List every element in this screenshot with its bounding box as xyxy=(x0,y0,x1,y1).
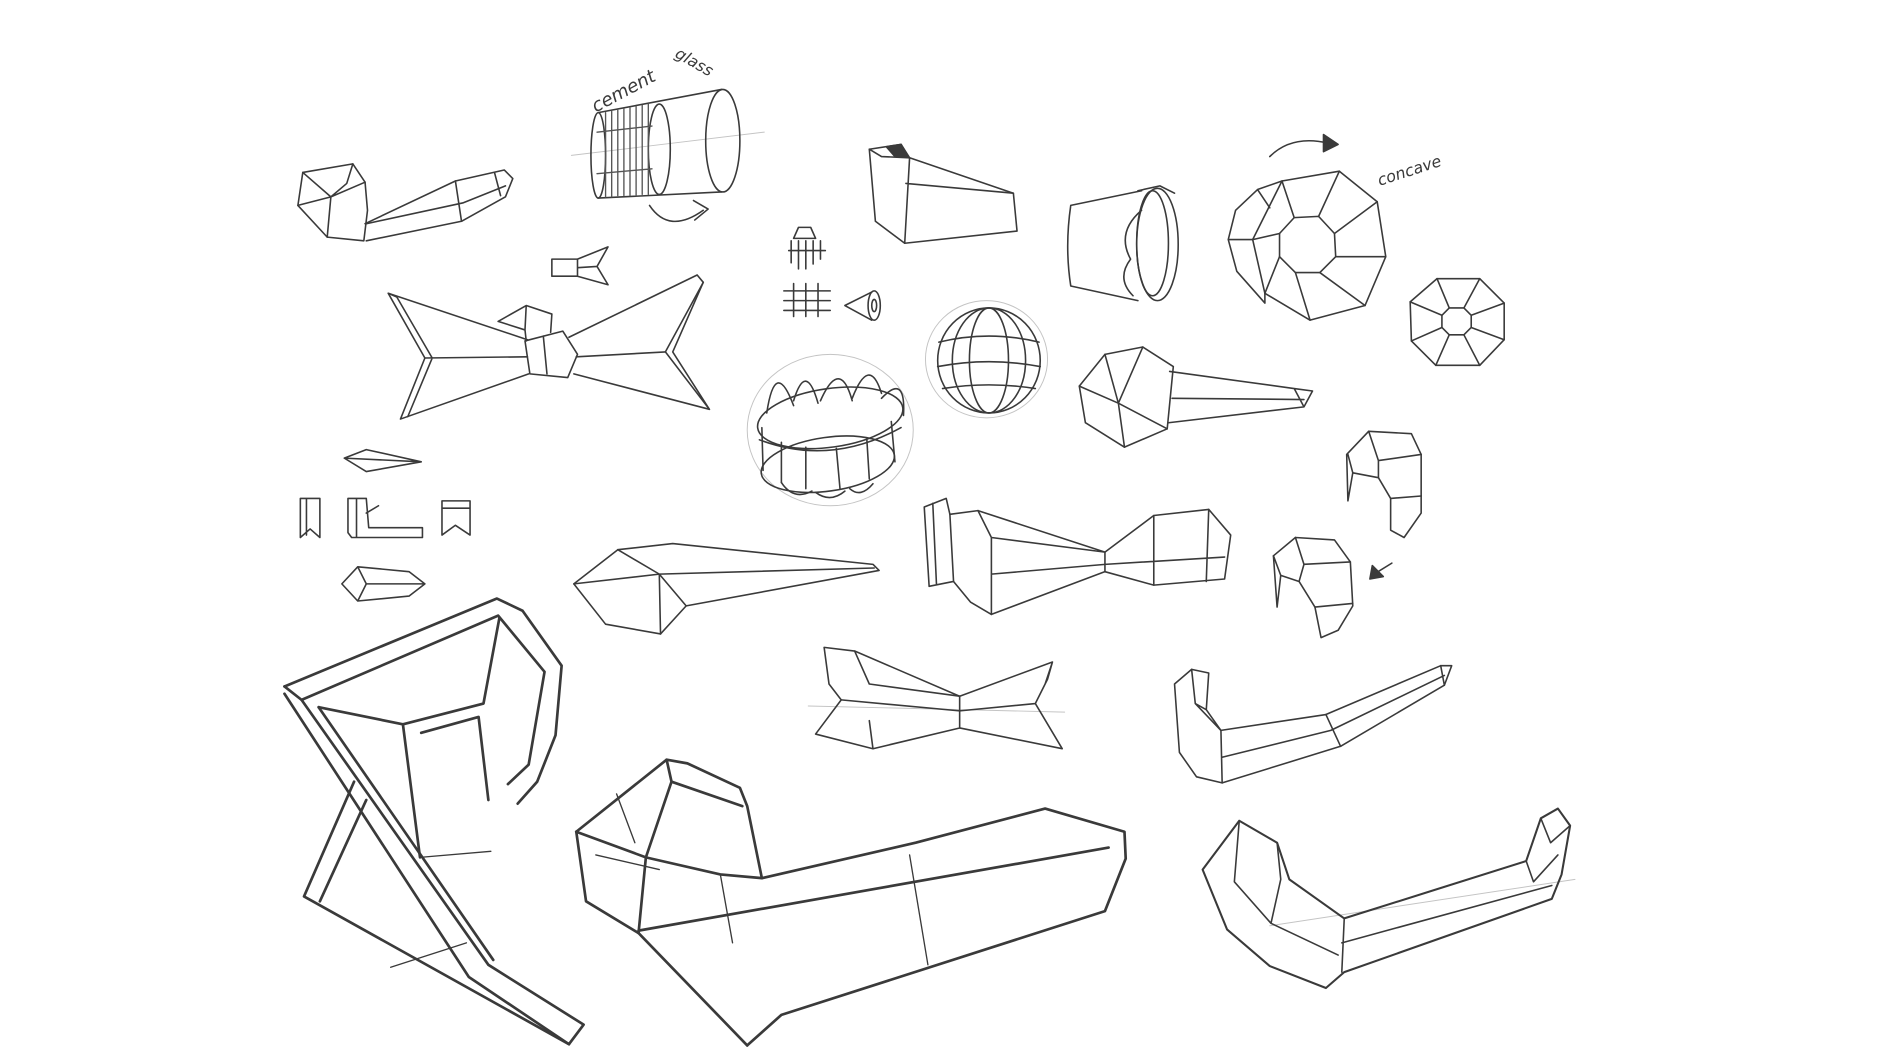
sketch-bowtie-medium xyxy=(807,646,1066,750)
sketch-pipe-small xyxy=(297,163,514,242)
sketch-armor-pieces xyxy=(1272,430,1422,639)
sketch-tiny-thumbnails xyxy=(783,226,882,321)
sketch-frame-large xyxy=(283,597,585,1046)
thumb-grid xyxy=(783,282,832,318)
piece-pointed xyxy=(343,448,423,473)
annotation-glass: glass xyxy=(672,43,717,80)
sketch-small-octagon xyxy=(1409,277,1505,367)
sketch-faceted-spike xyxy=(1078,346,1314,448)
rotation-arrow xyxy=(648,199,709,223)
arrow-head xyxy=(1322,133,1339,153)
sketch-dumbbell xyxy=(923,497,1232,616)
sketch-concave-octagon: concave xyxy=(1227,133,1444,321)
thumb-claw xyxy=(787,226,827,270)
sketch-boot-large xyxy=(574,758,1128,1047)
sketch-small-pieces xyxy=(299,448,471,602)
sketch-tapered-block xyxy=(868,143,1018,245)
thumb-cone xyxy=(844,291,873,321)
sketch-cement-glass-cylinder: cement glass xyxy=(570,43,765,223)
piece-bookmark-right xyxy=(441,500,471,536)
sketch-grid-sphere xyxy=(924,300,1049,419)
sketch-bowtie-large xyxy=(387,274,711,420)
sketch-bowtie-tiny xyxy=(551,246,609,286)
annotation-concave: concave xyxy=(1375,151,1444,190)
sketch-spiked-ring xyxy=(746,353,914,507)
piece-bookmark-left xyxy=(299,497,321,539)
piece-l-shape xyxy=(347,497,424,539)
sketch-horn xyxy=(573,542,880,635)
sketch-cup xyxy=(1066,185,1179,302)
curved-arrow xyxy=(1268,140,1330,158)
sketch-arm-bottom-right xyxy=(1201,807,1576,990)
ring-spikes xyxy=(765,374,905,417)
piece-pentagon xyxy=(341,566,426,602)
sketch-arm-middle xyxy=(1173,664,1453,784)
cement-hatching xyxy=(596,103,653,198)
